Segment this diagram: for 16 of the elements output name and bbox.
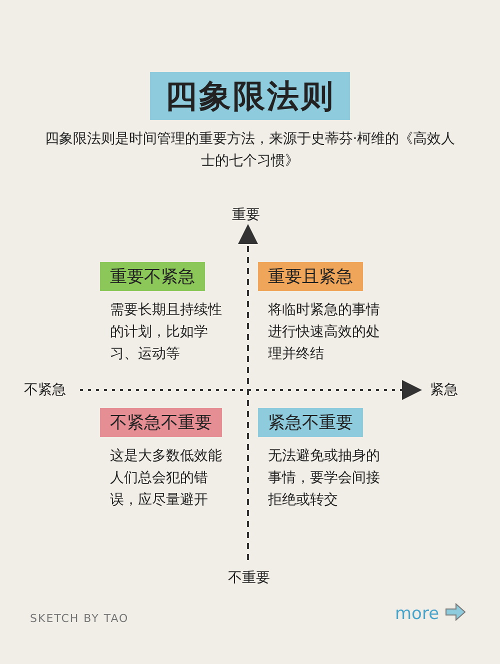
axis-label: 重要: [232, 206, 260, 224]
axis-label: 不重要: [228, 569, 270, 587]
quadrant-heading: 重要且紧急: [258, 262, 363, 291]
quadrant-description: 这是大多数低效能人们总会犯的错误，应尽量避开: [109, 447, 223, 510]
quadrant-heading: 紧急不重要: [258, 408, 363, 437]
quadrant-description: 无法避免或抽身的事情，要学会间接拒绝或转交: [267, 447, 381, 510]
quadrant-heading: 不紧急不重要: [100, 408, 222, 437]
axis-label: 不紧急: [24, 381, 66, 399]
signature-text: SKETCH BY TAO: [30, 612, 129, 625]
quadrant-description: 需要长期且持续性的计划，比如学习、运动等: [109, 301, 223, 364]
quadrant-description: 将临时紧急的事情进行快速高效的处理并终结: [267, 301, 381, 364]
more-link: more: [395, 604, 440, 624]
quadrant-heading: 重要不紧急: [100, 262, 205, 291]
subtitle-text: 四象限法则是时间管理的重要方法，来源于史蒂芬·柯维的《高效人士的七个习惯》: [44, 130, 456, 171]
title-banner: 四象限法则: [150, 72, 350, 120]
axis-label: 紧急: [430, 381, 458, 399]
